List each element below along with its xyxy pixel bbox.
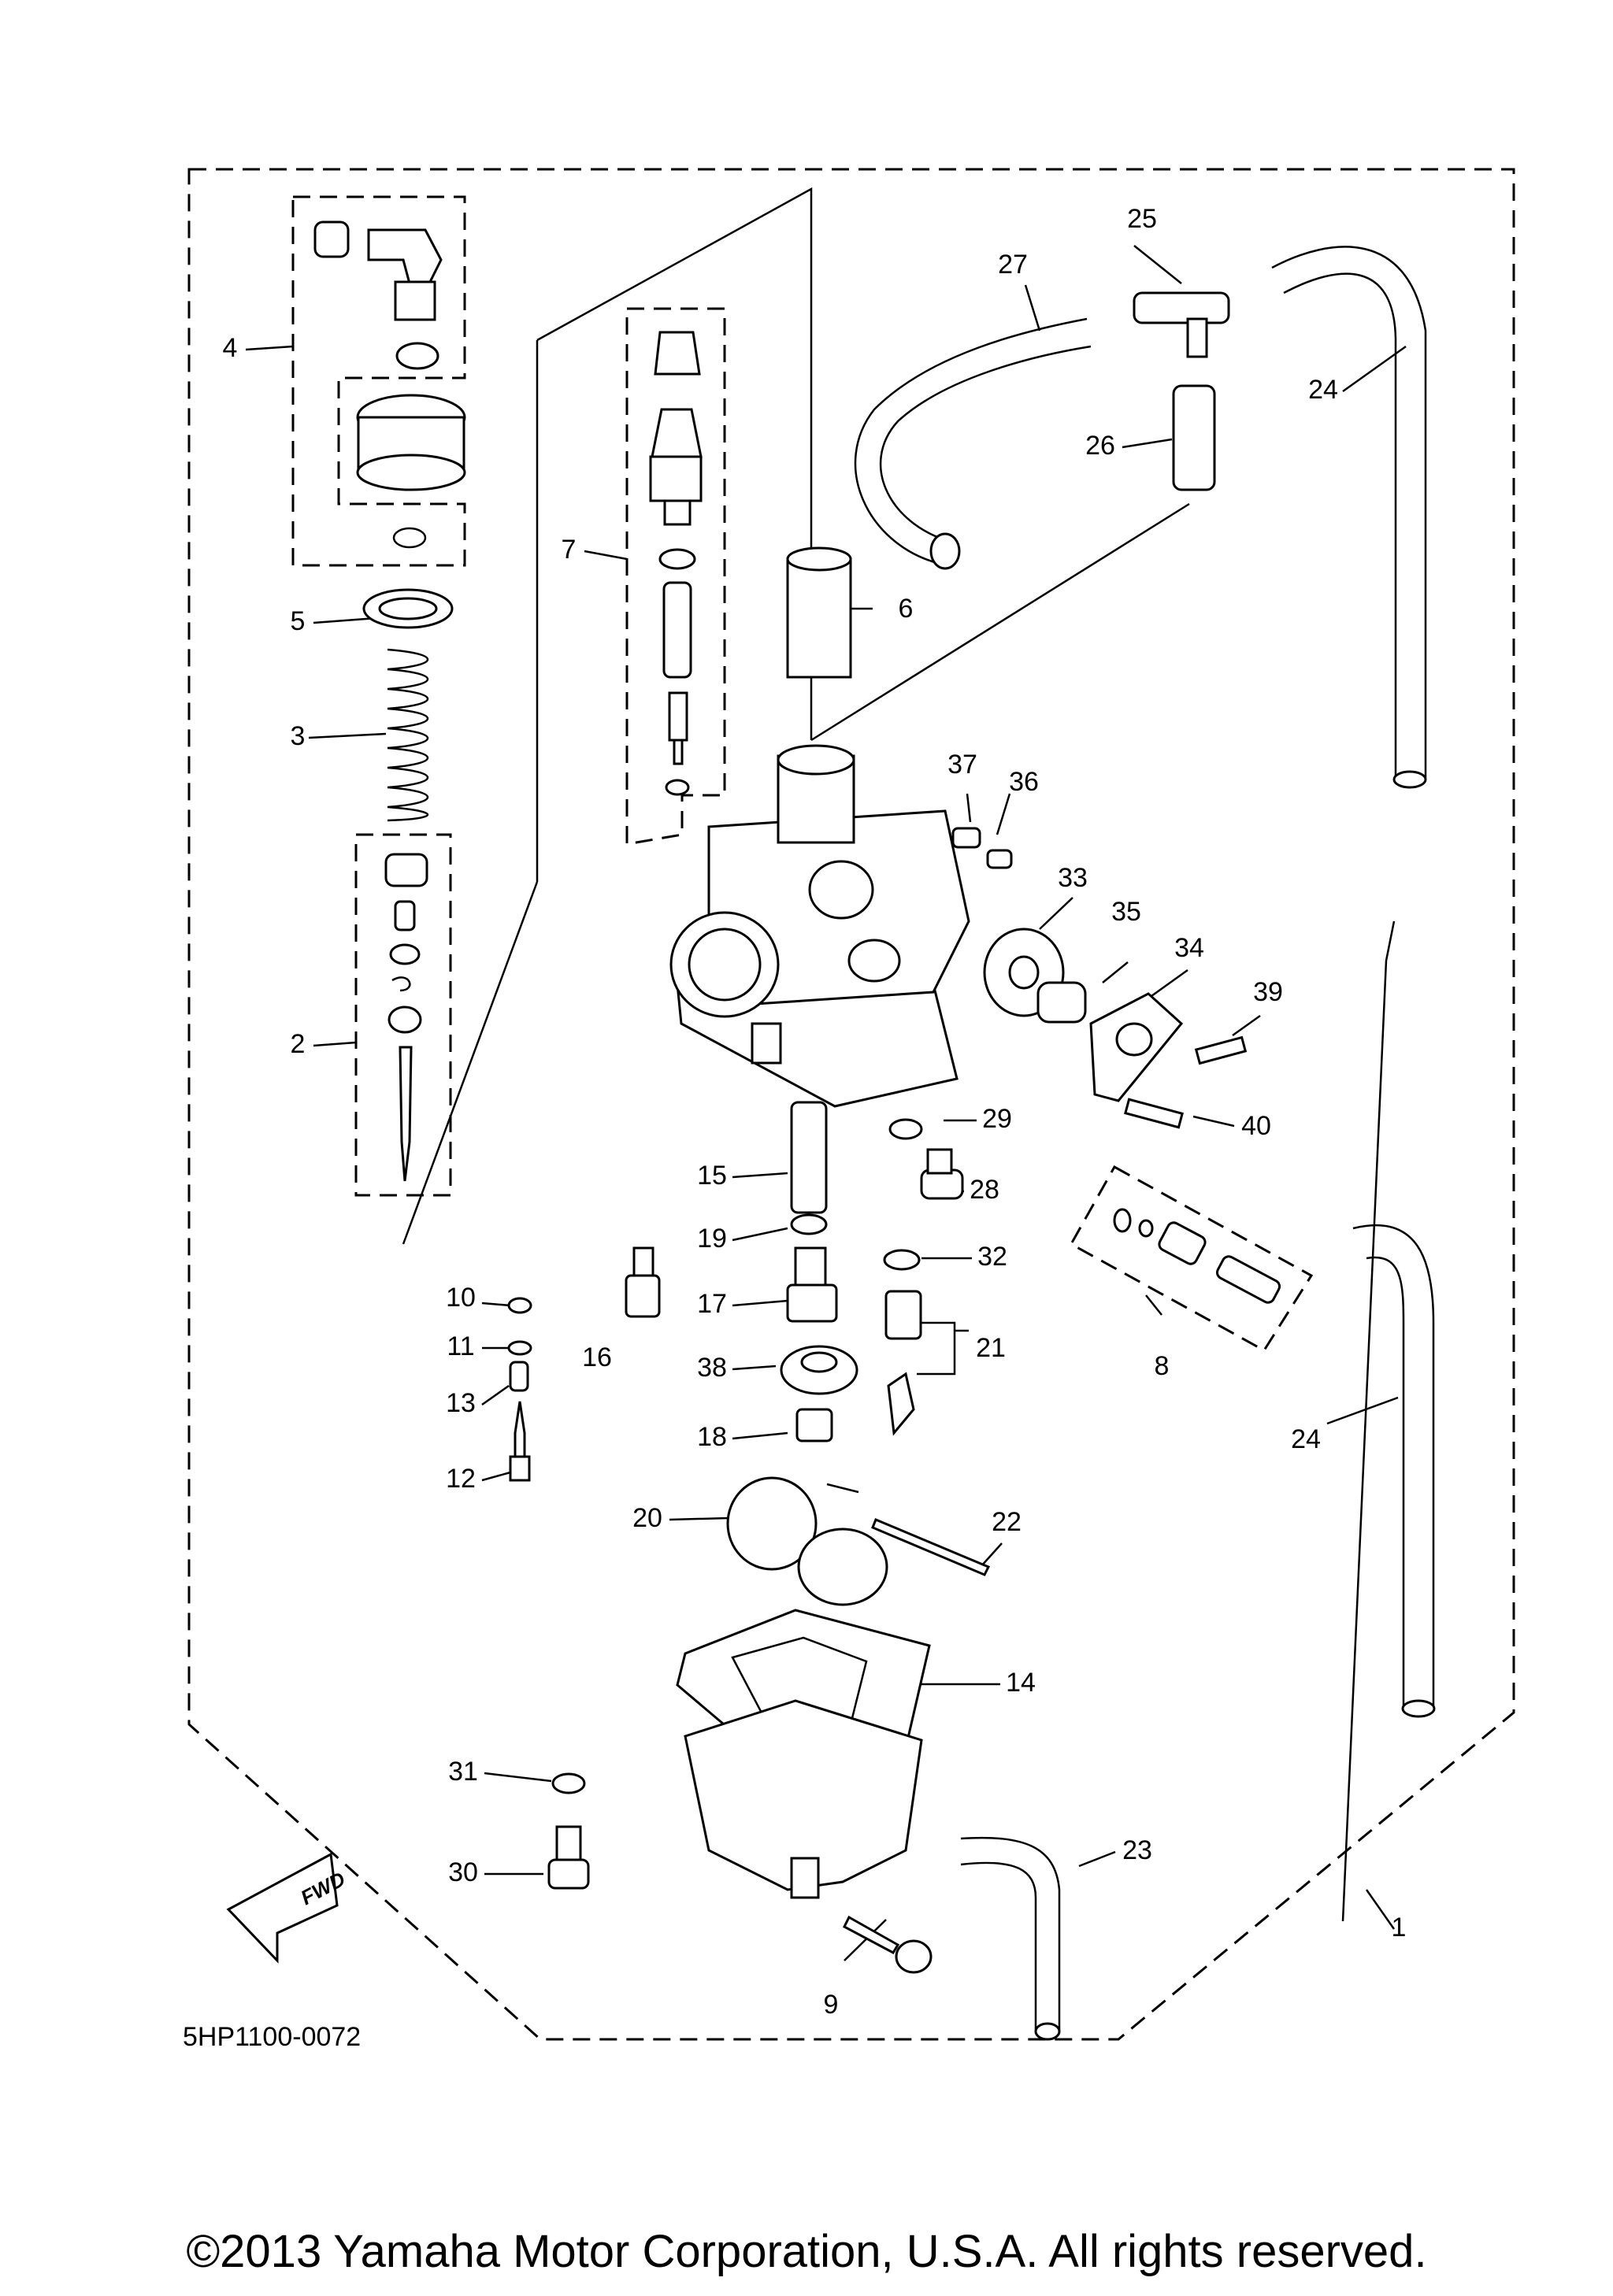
part-24-hose-lower [1352,1224,1436,1718]
part-22-pin [871,1518,991,1576]
part-40-screw [1124,1098,1184,1129]
callout-21: 21 [976,1333,1006,1363]
group-2-boundary [354,833,452,1197]
part-18-main-jet [795,1408,833,1442]
callout-24-lower: 24 [1291,1424,1321,1454]
part-5-washer [362,588,454,629]
part-39-screw [1194,1035,1248,1065]
part-27-hose [854,317,1092,570]
callout-11: 11 [447,1331,474,1361]
callout-32: 32 [977,1242,1007,1272]
part-37-screw [951,827,981,849]
part-11-washer [507,1340,532,1356]
assembly-boundary [187,168,1515,2041]
callout-37: 37 [947,750,977,780]
part-28-bolt [920,1148,964,1200]
part-26-hose [1172,384,1216,491]
callout-3: 3 [291,721,306,751]
part-10-oring [507,1297,532,1314]
callout-16: 16 [582,1342,612,1372]
callout-17: 17 [697,1289,727,1319]
callout-18: 18 [697,1422,727,1452]
callout-7: 7 [562,535,577,565]
part-16-jet [625,1246,661,1318]
slide-assembly-frame [402,187,1190,1245]
callout-6: 6 [899,594,914,624]
callout-20: 20 [632,1503,662,1533]
callout-1: 1 [1392,1913,1407,1942]
callout-38: 38 [697,1353,727,1383]
part-36-screw [986,849,1013,869]
callout-31: 31 [448,1757,478,1787]
callout-33: 33 [1058,863,1088,893]
callout-9: 9 [824,1990,839,2020]
callout-15: 15 [697,1161,727,1191]
callout-4: 4 [223,333,238,363]
part-30-screw [547,1825,590,1890]
part-13-spring [509,1361,529,1392]
part-6-sleeve [786,546,852,679]
part-float-bowl [684,1699,923,1899]
part-32-oring [883,1249,921,1271]
group-8-boundary [1069,1165,1314,1352]
callout-34: 34 [1174,933,1204,963]
diagram-code: 5HP1100-0072 [183,2022,362,2052]
callout-29: 29 [982,1104,1012,1134]
callout-26: 26 [1085,431,1115,461]
part-24-hose-upper [1271,246,1427,789]
callout-39: 39 [1253,977,1283,1007]
callout-30: 30 [448,1857,478,1887]
forward-arrow-icon: FWD [226,1852,349,1964]
group-4-boundary [291,195,466,567]
callout-27: 27 [998,250,1028,280]
part-31-washer [551,1772,586,1794]
part-34-cover [1089,992,1184,1102]
callout-labels: 1 2 3 4 5 6 7 8 9 10 11 12 13 14 15 16 1… [223,204,1407,2020]
part-group-8 [1113,1208,1281,1304]
callout-28: 28 [970,1175,999,1205]
callout-23: 23 [1122,1835,1152,1865]
part-9-drain-screw [843,1915,933,1974]
part-25-tee [1133,291,1230,358]
group-7-boundary [625,307,726,846]
part-main-body [669,744,970,1108]
callout-13: 13 [446,1388,476,1418]
part-15-emulsion-tube [790,1101,828,1214]
part-group-4 [313,220,466,549]
callout-22: 22 [992,1507,1022,1537]
callout-19: 19 [697,1224,727,1254]
part-38-seat [780,1345,858,1395]
part-3-spring [387,648,428,822]
part-20-float [726,1476,888,1606]
part-21-needle-valve [884,1290,922,1436]
part-19-oring [790,1213,828,1235]
callout-2: 2 [291,1029,306,1059]
callout-35: 35 [1111,897,1141,927]
part-12-screw [509,1401,531,1482]
part-29-washer [888,1118,923,1140]
callout-5: 5 [291,606,306,636]
part-23-drain-hose [960,1836,1061,2041]
part-group-7 [649,331,703,796]
part-35-spring [1036,981,1087,1024]
callout-40: 40 [1241,1111,1271,1141]
callout-8: 8 [1155,1351,1170,1381]
callout-24-upper: 24 [1308,375,1338,405]
callout-10: 10 [446,1283,476,1313]
callout-25: 25 [1127,204,1157,234]
copyright-notice: ©2013 Yamaha Motor Corporation, U.S.A. A… [186,2226,1427,2277]
callout-12: 12 [446,1464,476,1494]
callout-14: 14 [1006,1668,1036,1698]
part-17-jet-holder [786,1246,838,1323]
callout-36: 36 [1009,767,1039,797]
part-group-2 [384,853,428,1182]
